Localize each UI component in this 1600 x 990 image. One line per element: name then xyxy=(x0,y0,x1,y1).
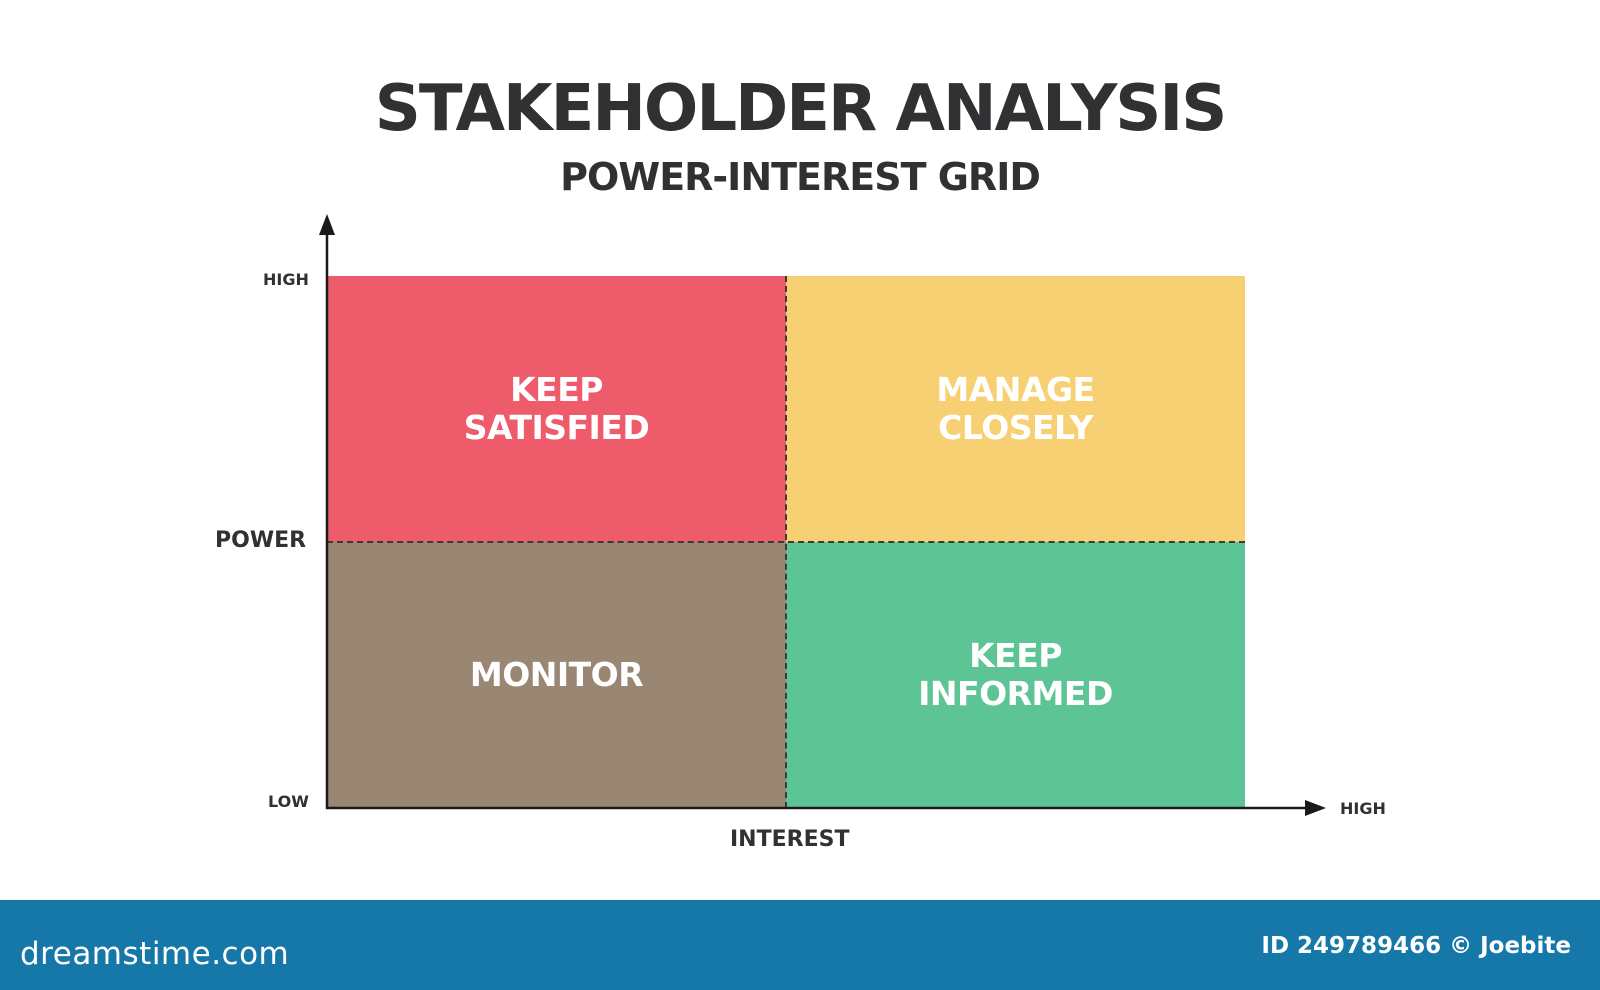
y-axis-title: POWER xyxy=(215,528,307,553)
quadrant-label: MONITOR xyxy=(469,655,644,694)
y-axis-high-label: HIGH xyxy=(263,270,309,289)
origin-low-label: LOW xyxy=(268,792,309,811)
footer-bar: dreamstime.com ID 249789466 © Joebite xyxy=(0,900,1600,990)
x-axis-title: INTEREST xyxy=(730,827,850,852)
x-axis-high-label: HIGH xyxy=(1340,799,1386,818)
page-subtitle: POWER-INTEREST GRID xyxy=(560,155,1041,199)
quadrant-keep-informed: KEEP INFORMED xyxy=(786,542,1245,808)
quadrant-manage-closely: MANAGE CLOSELY xyxy=(786,276,1245,542)
quadrant-monitor: MONITOR xyxy=(327,542,786,808)
brand-logo: dreamstime.com xyxy=(20,936,290,972)
quadrant-label: KEEP INFORMED xyxy=(918,636,1113,713)
image-credit: ID 249789466 © Joebite xyxy=(1261,933,1571,959)
quadrant-label: MANAGE CLOSELY xyxy=(936,370,1095,447)
horizontal-divider xyxy=(327,541,1245,543)
quadrant-label: KEEP SATISFIED xyxy=(463,370,650,447)
page-title: STAKEHOLDER ANALYSIS xyxy=(374,72,1228,146)
y-axis-arrow-icon xyxy=(319,214,335,235)
quadrant-keep-satisfied: KEEP SATISFIED xyxy=(327,276,786,542)
x-axis-arrow-icon xyxy=(1305,800,1326,816)
